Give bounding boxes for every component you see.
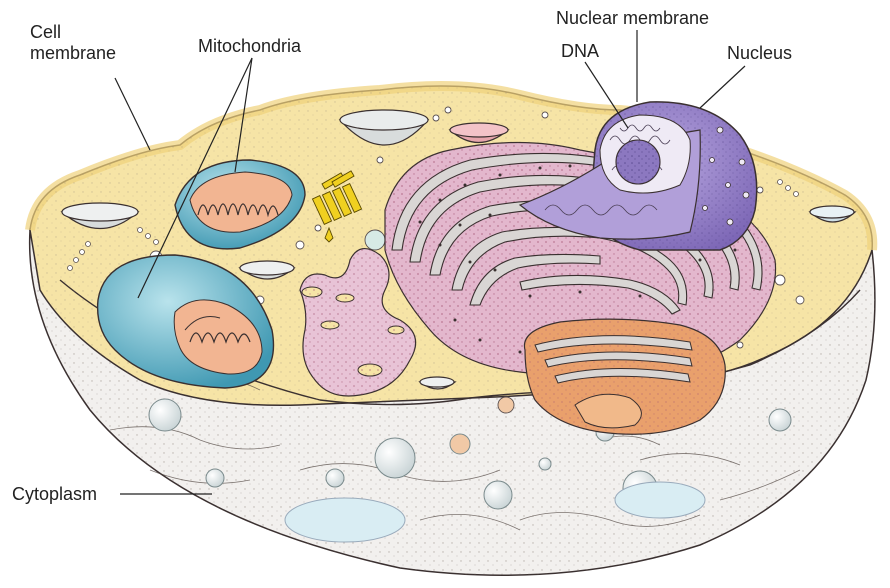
label-cytoplasm: Cytoplasm: [12, 484, 97, 505]
golgi-apparatus: [524, 319, 725, 434]
label-dna: DNA: [561, 41, 599, 62]
label-cell-membrane-line1: Cell: [30, 22, 116, 43]
label-nucleus: Nucleus: [727, 43, 792, 64]
label-cell-membrane: Cell membrane: [30, 22, 116, 64]
leader-nucleus: [700, 66, 745, 108]
label-mitochondria: Mitochondria: [198, 36, 301, 57]
leader-cell-membrane: [115, 78, 150, 150]
label-nuclear-membrane: Nuclear membrane: [556, 8, 709, 29]
label-cell-membrane-line2: membrane: [30, 43, 116, 64]
